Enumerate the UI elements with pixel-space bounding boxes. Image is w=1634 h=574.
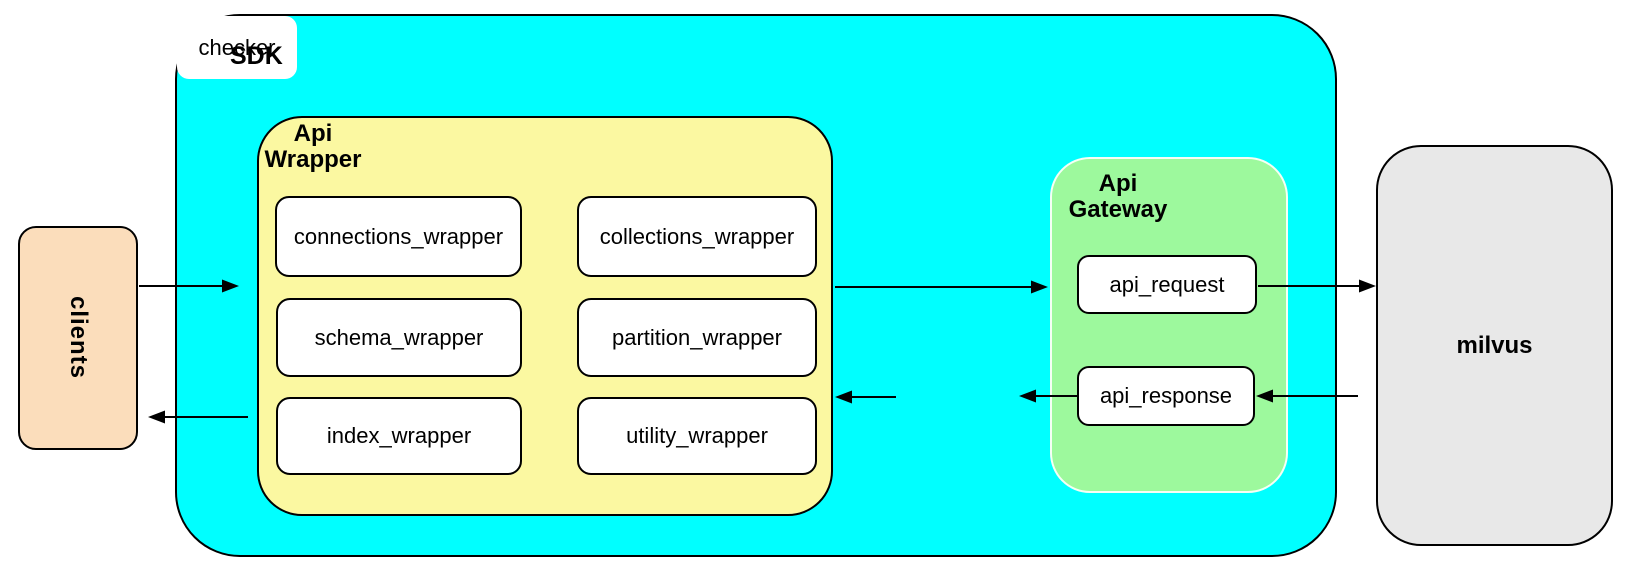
- index-wrapper-box: index_wrapper: [276, 397, 522, 475]
- api-request-box: api_request: [1077, 255, 1257, 314]
- milvus-node: milvus: [1376, 145, 1613, 546]
- api-gateway-container: Api Gateway api_request api_response: [1050, 157, 1288, 493]
- api-gateway-label-line1: Api: [1098, 170, 1138, 197]
- api-wrapper-label-line2: Wrapper: [264, 146, 362, 173]
- schema-wrapper-box: schema_wrapper: [276, 298, 522, 377]
- api-wrapper-label-line1: Api: [293, 120, 333, 147]
- sdk-label: SDK: [230, 42, 283, 70]
- milvus-label: milvus: [1456, 331, 1533, 359]
- collections-wrapper-box: collections_wrapper: [577, 196, 817, 277]
- api-gateway-label-line2: Gateway: [1068, 196, 1168, 223]
- clients-node: clients: [18, 226, 138, 450]
- api-wrapper-container: Api Wrapper connections_wrapper collecti…: [257, 116, 833, 516]
- api-response-box: api_response: [1077, 366, 1255, 426]
- connections-wrapper-box: connections_wrapper: [275, 196, 522, 277]
- utility-wrapper-box: utility_wrapper: [577, 397, 817, 475]
- sdk-container: SDK Api Wrapper connections_wrapper coll…: [175, 14, 1337, 557]
- partition-wrapper-box: partition_wrapper: [577, 298, 817, 377]
- clients-label: clients: [65, 296, 92, 380]
- api-gateway-label: Api Gateway: [1058, 171, 1178, 223]
- checker-box: checker: [177, 16, 297, 79]
- api-wrapper-label: Api Wrapper: [263, 121, 363, 173]
